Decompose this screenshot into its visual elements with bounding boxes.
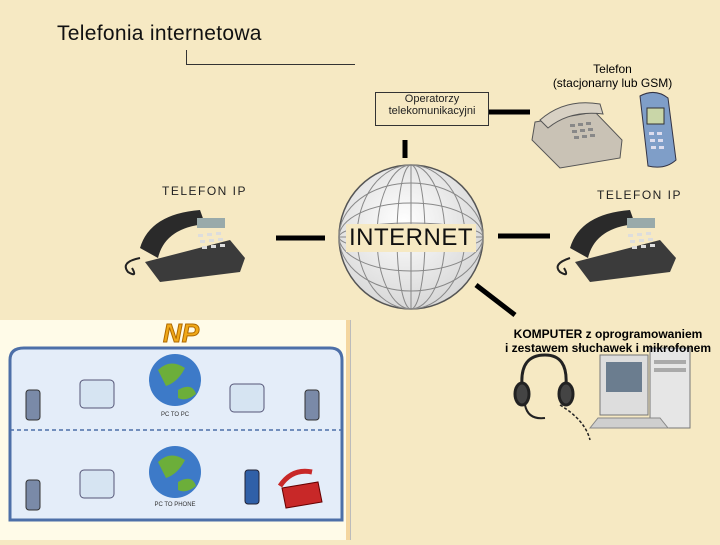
title-underline (186, 50, 355, 65)
computer-icon (588, 347, 691, 429)
ip-phone-right-label: TELEFON IP (597, 188, 683, 202)
np-illustration-panel: PC TO PC PC TO PHONE (0, 320, 351, 540)
computer-label: KOMPUTER z oprogramowaniem i zestawem sł… (497, 327, 719, 355)
connector-computer (474, 283, 517, 317)
operators-label-line2: telekomunikacyjni (388, 105, 476, 117)
phone-label: Telefon (stacjonarny lub GSM) (540, 62, 685, 90)
desk-phone-icon (531, 102, 623, 169)
ip-phone-left-label: TELEFON IP (162, 184, 248, 198)
np-handheld-icon (244, 469, 260, 505)
np-globe-top-icon (149, 354, 201, 406)
ip-phone-left-icon (124, 210, 245, 282)
np-caption-top: PC TO PC (161, 412, 190, 418)
np-caption-bottom: PC TO PHONE (154, 502, 195, 508)
phone-label-line1: Telefon (593, 62, 632, 76)
np-red-phone-icon (277, 468, 323, 509)
mobile-phone-icon (639, 92, 677, 168)
np-logo: NP (162, 318, 200, 349)
operators-label-line1: Operatorzy (404, 93, 460, 105)
np-globe-bottom-icon (149, 446, 201, 498)
computer-label-line1: KOMPUTER z oprogramowaniem (513, 327, 703, 341)
ip-phone-right-icon (556, 210, 676, 282)
np-illustration: PC TO PC PC TO PHONE (8, 320, 350, 540)
np-computer-icon (79, 379, 265, 499)
internet-label: INTERNET (346, 224, 476, 252)
operators-box: Operatorzy telekomunikacyjni (375, 92, 489, 126)
page-title: Telefonia internetowa (57, 22, 262, 45)
phone-label-line2: (stacjonarny lub GSM) (552, 76, 673, 90)
headset-icon (513, 353, 591, 441)
np-mobile-icon (25, 389, 320, 511)
computer-label-line2: i zestawem słuchawek i mikrofonem (504, 341, 712, 355)
